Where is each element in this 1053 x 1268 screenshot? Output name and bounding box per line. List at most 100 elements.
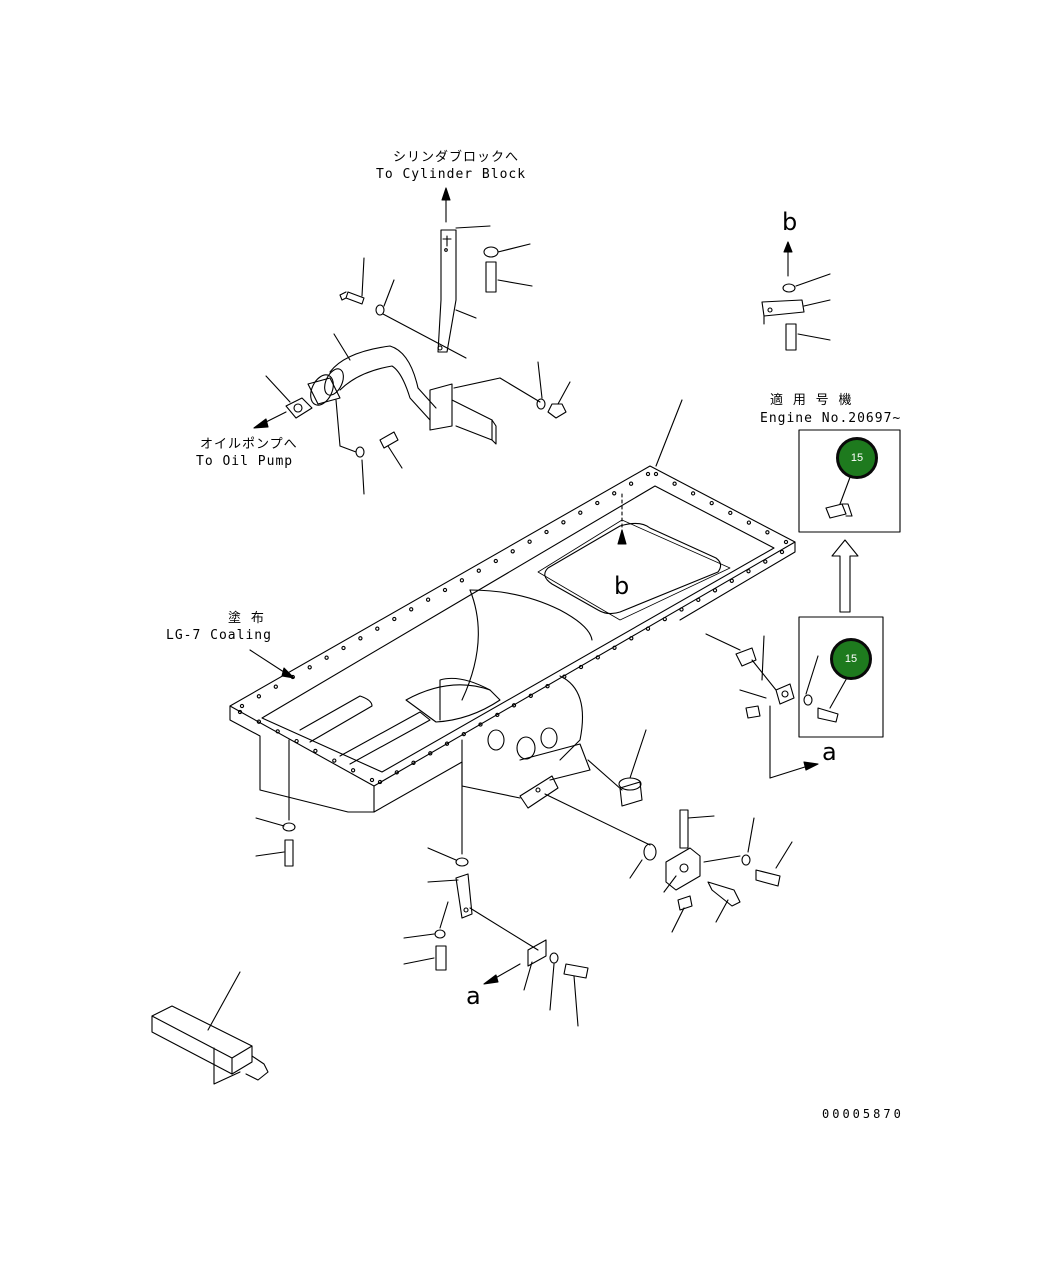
bolt-hole — [256, 694, 262, 699]
bolt-hole — [476, 568, 481, 573]
bolt-hole — [495, 712, 500, 718]
arrow-to-cylinder-block — [441, 187, 451, 223]
bolt-hole — [712, 588, 718, 593]
bolt-hole — [409, 607, 414, 612]
bolt-hole — [425, 597, 431, 602]
coating-label-jp: 塗 布 — [228, 611, 265, 626]
detail-box-lower — [798, 616, 884, 738]
detail-box-upper — [798, 429, 901, 533]
bolt-hole — [392, 616, 397, 622]
bolt-hole — [696, 597, 701, 603]
bolt-hole — [528, 693, 533, 698]
bolt-hole — [765, 530, 770, 535]
bolt-hole — [662, 616, 667, 622]
coating-label-en: LG-7 Coaling — [166, 628, 272, 643]
bolt-hole — [578, 510, 583, 515]
bolt-hole — [256, 719, 262, 724]
bolt-hole — [394, 770, 399, 775]
bolt-hole — [628, 481, 634, 486]
bolt-hole — [313, 748, 318, 754]
bolt-hole — [709, 500, 714, 506]
oil-pan — [229, 465, 796, 813]
bolt-hole — [612, 645, 617, 650]
bolt-hole — [307, 665, 312, 670]
leader-lines-top — [265, 225, 571, 495]
view-marker-b-top: b — [782, 208, 798, 236]
applicable-label-jp: 適 用 号 機 — [770, 393, 853, 408]
pipe-gasket — [285, 397, 313, 419]
bolt-hole — [729, 578, 734, 583]
bolt-hole — [645, 471, 651, 477]
bolt-hole — [275, 729, 280, 734]
bracket-a — [403, 739, 589, 1027]
view-marker-a-right: a — [822, 738, 837, 766]
callout-badge-upper[interactable]: 15 — [836, 437, 878, 479]
engine-number-label: Engine No.20697~ — [760, 411, 902, 426]
upward-arrow — [831, 539, 859, 613]
bolt-hole — [294, 738, 299, 744]
view-marker-a-bottom: a — [466, 982, 481, 1010]
pipe-bolts — [339, 246, 567, 458]
bolt-hole — [478, 722, 483, 727]
bolt-hole — [375, 626, 380, 631]
flange-bolt-holes — [237, 471, 789, 785]
drain-plug — [587, 729, 647, 807]
bolt-hole — [273, 684, 278, 689]
bolt-hole — [239, 703, 245, 709]
bolt-hole — [358, 636, 363, 641]
to-cylinder-block-label-jp: シリンダブロックへ — [393, 150, 520, 165]
view-marker-b-pan: b — [614, 572, 630, 600]
bolt-hole — [672, 481, 677, 486]
bolt-hole — [545, 684, 550, 689]
bolt-hole — [493, 558, 498, 564]
bolt-hole — [629, 636, 634, 641]
bolt-hole — [341, 645, 346, 651]
bolt-hole — [350, 768, 356, 773]
suction-pipe — [307, 345, 497, 445]
bolt-hole — [562, 674, 567, 679]
pan-lower-bolts — [255, 739, 296, 867]
bolt-hole — [690, 491, 696, 496]
breather-pipe-bracket — [437, 229, 457, 353]
bolt-hole — [527, 539, 532, 544]
drawing-number: 00005870 — [822, 1107, 904, 1121]
bolt-hole — [461, 731, 466, 737]
bolt-hole — [369, 777, 375, 783]
bolt-hole — [511, 703, 517, 708]
callout-badge-lower[interactable]: 15 — [830, 638, 872, 680]
bolt-hole — [411, 760, 416, 765]
to-oil-pump-label-en: To Oil Pump — [196, 454, 294, 469]
bolt-hole — [746, 520, 752, 525]
bolt-hole — [578, 664, 584, 670]
bolt-hole — [645, 626, 651, 631]
bolt-hole — [763, 559, 768, 564]
bolt-hole — [544, 529, 549, 535]
bolt-hole — [428, 751, 433, 756]
bolt-hole — [728, 510, 733, 516]
bolt-hole — [332, 758, 337, 763]
leader-lines-pan — [249, 399, 683, 679]
bolt-hole — [595, 500, 600, 506]
bolt-hole — [459, 578, 465, 583]
bolt-hole — [324, 655, 329, 660]
view-b-bracket — [761, 241, 831, 351]
to-cylinder-block-label-en: To Cylinder Block — [376, 167, 527, 182]
pan-side-ports — [487, 727, 651, 846]
bolt-hole — [442, 587, 448, 593]
arrow-to-oil-pump — [253, 411, 287, 429]
bolt-hole — [783, 539, 789, 545]
bolt-hole — [653, 471, 659, 477]
bolt-hole — [612, 491, 617, 496]
bolt-hole — [377, 779, 383, 785]
bolt-hole — [679, 607, 684, 612]
bolt-hole — [237, 709, 243, 715]
bolt-hole — [779, 549, 785, 555]
to-oil-pump-label-jp: オイルポンプへ — [200, 437, 298, 452]
gauge-bracket — [705, 633, 819, 779]
bolt-hole — [561, 520, 566, 525]
bolt-hole — [444, 741, 450, 746]
bolt-hole — [746, 569, 751, 574]
oil-strainer — [151, 971, 269, 1085]
